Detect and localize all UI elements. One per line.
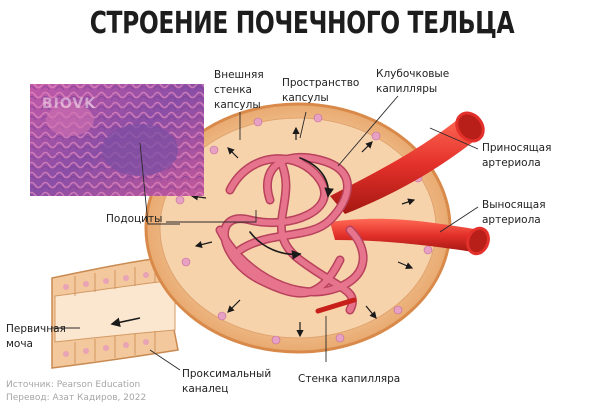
bowmans-capsule bbox=[144, 102, 452, 354]
label-afferent-arteriole: Приносящая артериола bbox=[482, 142, 552, 169]
credit-translation: Перевод: Азат Кадиров, 2022 bbox=[6, 393, 147, 403]
label-proximal-tubule: Проксимальный каналец bbox=[182, 368, 272, 395]
label-podocytes: Подоциты bbox=[106, 213, 163, 225]
label-capillary-wall: Стенка капилляра bbox=[298, 373, 401, 385]
label-capsule-space: Пространство капсулы bbox=[282, 77, 360, 104]
podocyte-micrograph bbox=[30, 84, 204, 196]
label-primary-urine: Первичная моча bbox=[6, 323, 66, 350]
filtration-arrows bbox=[190, 126, 416, 338]
diagram-title: СТРОЕНИЕ ПОЧЕЧНОГО ТЕЛЬЦА bbox=[89, 6, 515, 41]
glomerulus bbox=[215, 152, 368, 315]
label-outer-wall: Внешняя стенка капсулы bbox=[214, 69, 264, 111]
credit-source: Источник: Pearson Education bbox=[6, 380, 141, 390]
proximal-tubule bbox=[51, 257, 179, 369]
label-glomerular-capillaries: Клубочковые капилляры bbox=[376, 68, 450, 95]
leader-lines bbox=[52, 95, 479, 371]
label-efferent-arteriole: Выносящая артериола bbox=[482, 199, 546, 226]
watermark: BIOVK bbox=[42, 96, 97, 112]
arterioles bbox=[330, 111, 490, 256]
